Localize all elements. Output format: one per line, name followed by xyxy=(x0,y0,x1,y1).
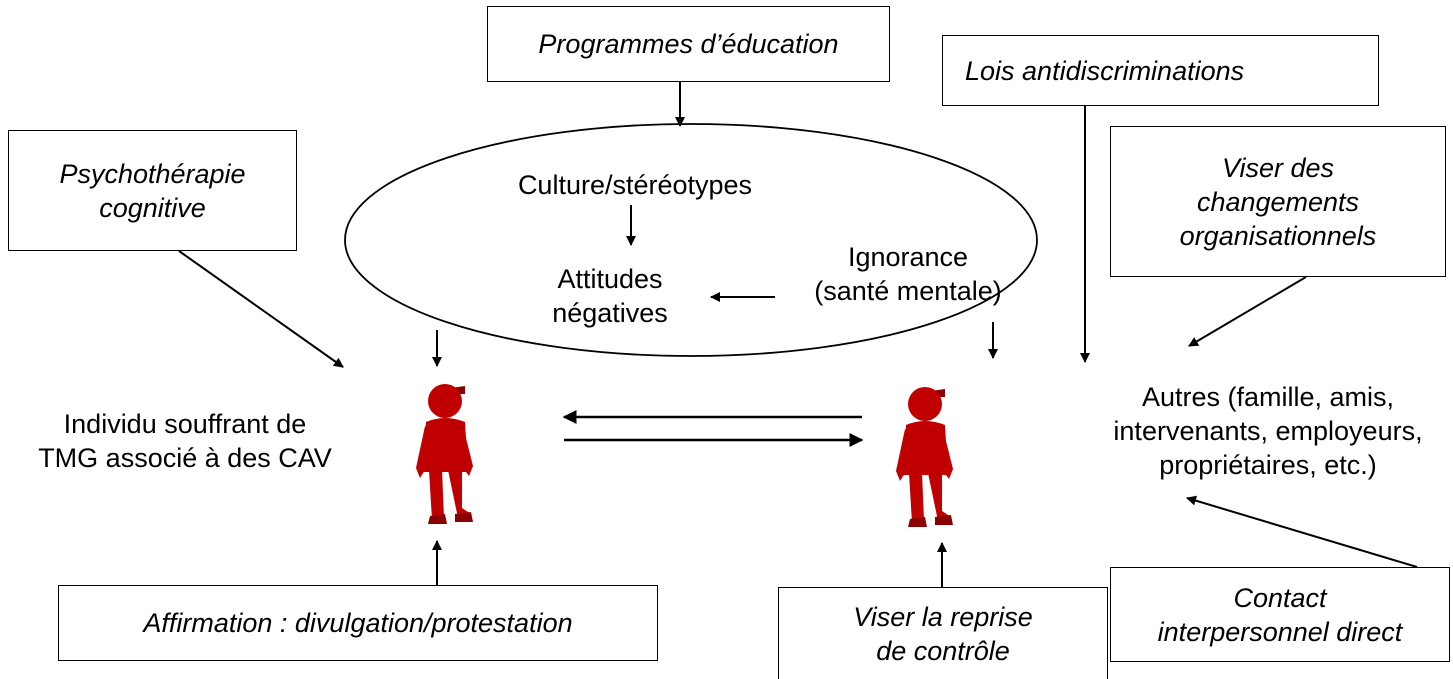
lois-box: Lois antidiscriminations xyxy=(942,35,1379,106)
changements-line2: changements xyxy=(1196,186,1360,217)
affirmation-box: Affirmation : divulgation/protestation xyxy=(58,585,658,661)
psychotherapie-line1: Psychothérapie xyxy=(59,158,246,189)
affirmation-label: Affirmation : divulgation/protestation xyxy=(143,608,573,638)
arrow-changements-to-autres xyxy=(1188,276,1307,347)
autres-label: Autres (famille, amis, intervenants, emp… xyxy=(1085,380,1451,482)
psychotherapie-line2: cognitive xyxy=(99,192,206,223)
reprise-line2: de contrôle xyxy=(876,635,1010,666)
changements-organisationnels-box: Viser des changements organisationnels xyxy=(1110,126,1446,277)
autres-line2: intervenants, employeurs, xyxy=(1113,416,1423,446)
ignorance-line2: (santé mentale) xyxy=(814,276,1002,306)
reprise-line1: Viser la reprise xyxy=(853,601,1033,632)
changements-line3: organisationnels xyxy=(1179,220,1377,251)
reprise-controle-box: Viser la reprise de contrôle xyxy=(778,587,1108,679)
other-person-figure xyxy=(896,387,953,527)
attitudes-negatives-label: Attitudes négatives xyxy=(520,262,700,330)
arrow-psycho-to-individu xyxy=(178,250,344,368)
autres-line3: propriétaires, etc.) xyxy=(1159,450,1377,480)
stigma-ellipse xyxy=(344,123,1038,357)
attitudes-line2: négatives xyxy=(552,298,668,328)
arrow-contact-to-autres xyxy=(1186,495,1418,568)
contact-interpersonnel-box: Contact interpersonnel direct xyxy=(1110,567,1450,662)
individu-line1: Individu souffrant de xyxy=(63,409,307,439)
culture-stereotypes-label: Culture/stéréotypes xyxy=(517,170,753,200)
attitudes-line1: Attitudes xyxy=(557,264,663,294)
ignorance-label: Ignorance (santé mentale) xyxy=(783,240,1033,308)
contact-line1: Contact xyxy=(1233,582,1327,613)
programmes-education-label: Programmes d’éducation xyxy=(538,29,839,59)
ignorance-line1: Ignorance xyxy=(847,242,969,272)
changements-line1: Viser des xyxy=(1221,152,1335,183)
individu-line2: TMG associé à des CAV xyxy=(38,443,332,473)
autres-line1: Autres (famille, amis, xyxy=(1141,382,1395,412)
lois-label: Lois antidiscriminations xyxy=(965,55,1245,86)
programmes-education-box: Programmes d’éducation xyxy=(487,6,890,82)
individu-figure xyxy=(416,384,473,524)
individu-label: Individu souffrant de TMG associé à des … xyxy=(0,407,370,475)
contact-line2: interpersonnel direct xyxy=(1157,616,1403,647)
psychotherapie-box: Psychothérapie cognitive xyxy=(8,130,297,251)
